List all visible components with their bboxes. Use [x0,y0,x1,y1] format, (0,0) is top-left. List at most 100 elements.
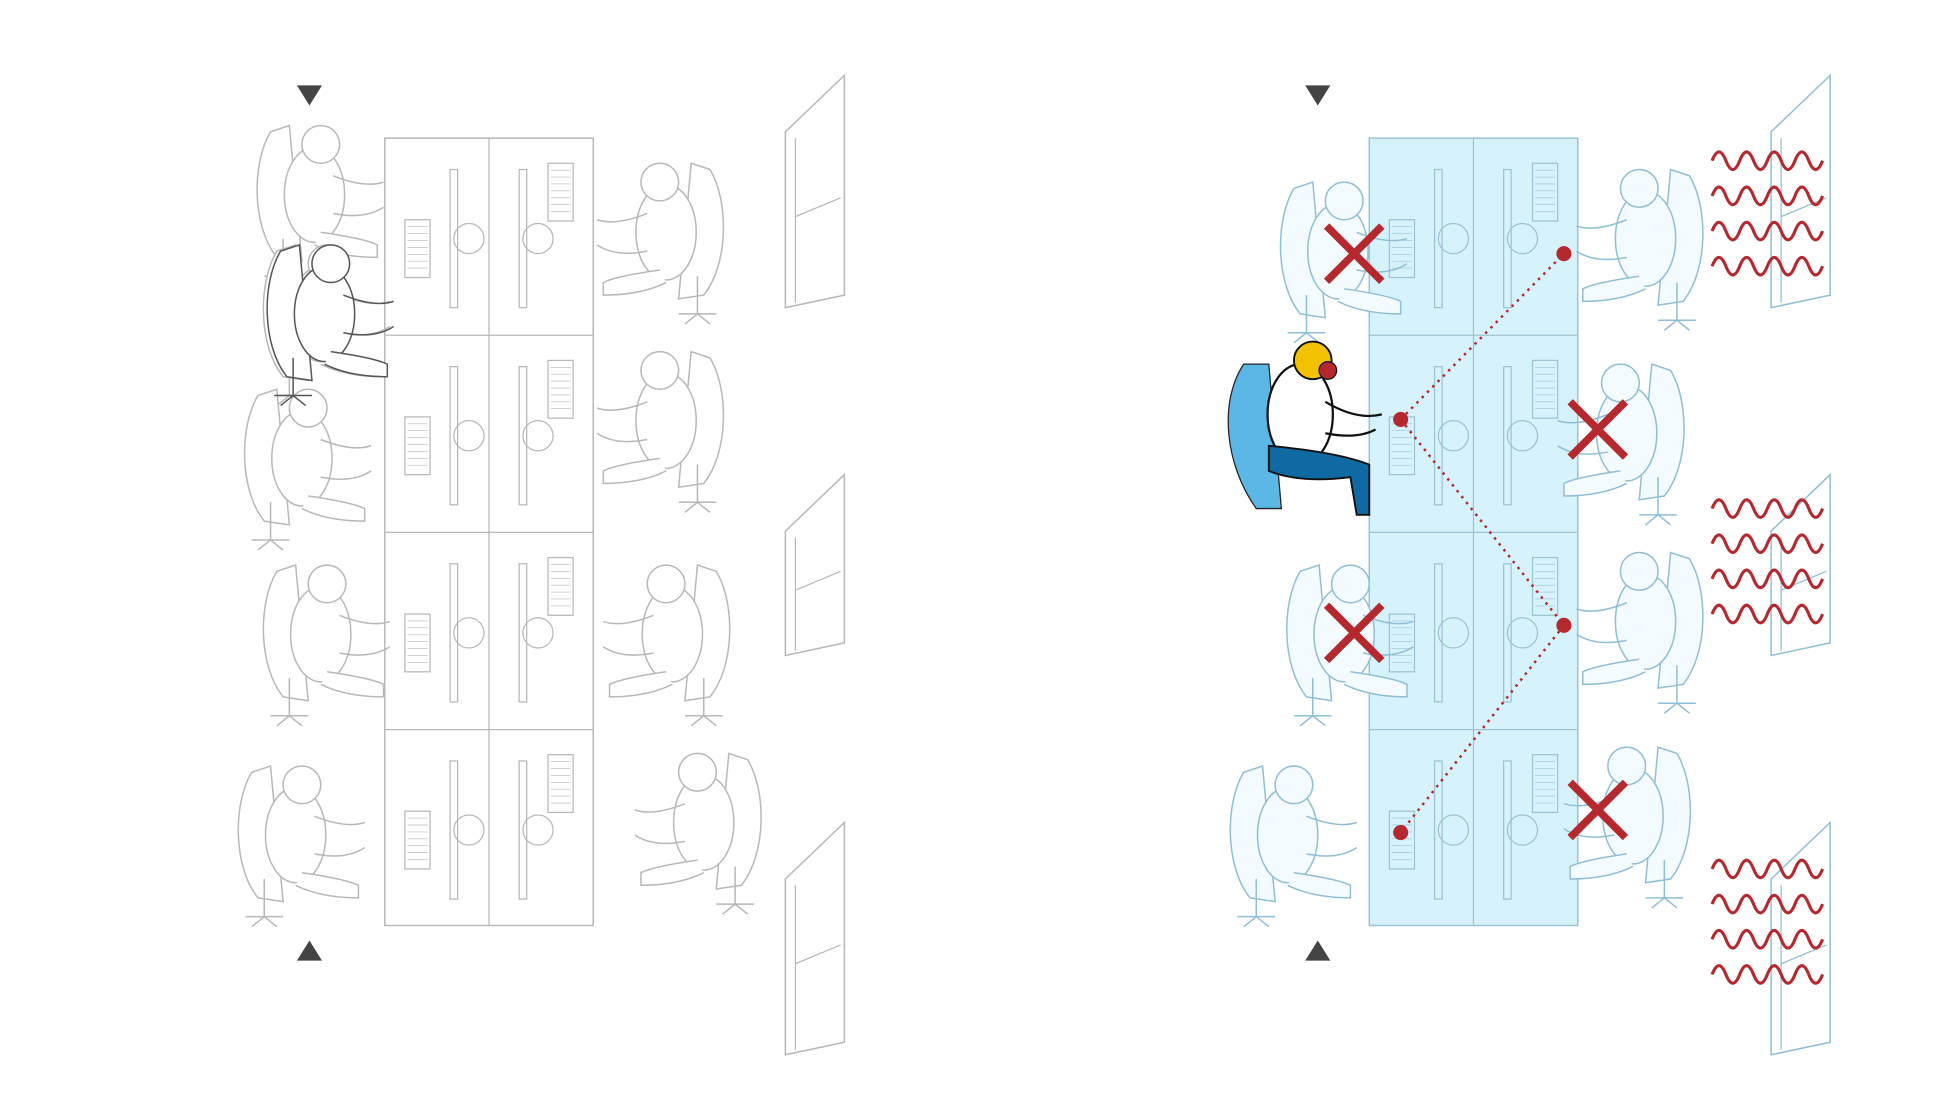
connection-point [1393,825,1409,841]
legs [324,350,389,378]
legs [1287,871,1352,899]
legs [1569,853,1634,880]
headphone-icon [1318,361,1338,380]
seated-person [256,124,384,287]
chair-base [1658,665,1696,714]
direction-arrow-up [296,940,323,961]
wave-line [1710,150,1825,172]
arms [314,815,366,857]
pants [1267,444,1371,516]
head [301,124,341,164]
chair-base [1237,878,1276,928]
monitor [518,760,528,900]
chair-base [1287,295,1326,344]
noise-wave-icon [1710,498,1825,625]
connection-line [1399,418,1565,627]
legs [602,269,667,296]
head [646,564,686,604]
door-frame [1770,820,1831,1056]
connection-point [1393,411,1409,427]
legs [640,859,705,887]
monitor [449,168,459,309]
chair-back [1638,363,1685,501]
monitor [449,366,459,506]
door-frame [1770,73,1831,309]
door [784,73,846,309]
door-frame [784,73,846,309]
chair-back [677,350,725,489]
chair-back [1657,168,1704,307]
monitor-stand [1437,222,1470,255]
arms [343,294,395,336]
chair-back [715,752,762,890]
monitor-stand [1506,420,1539,452]
arms [1557,413,1609,455]
wave-line [1710,533,1825,555]
chair-base [678,276,717,325]
head [677,752,718,792]
monitor-stand [1506,617,1539,649]
legs [295,871,360,899]
arms [596,212,648,254]
chair-back [1279,181,1327,319]
keyboard [547,556,574,616]
legs [1337,288,1402,315]
head [282,765,322,805]
wave-line [1710,858,1825,880]
arms [339,614,391,656]
door-handle-bar [795,944,841,965]
chair-back [266,243,313,382]
keyboard [547,754,574,814]
arms [320,438,372,480]
legs [1581,275,1646,303]
seated-person [237,764,366,928]
seated-person-faded [1576,551,1704,714]
chair-base [245,878,284,928]
seated-person [262,564,391,727]
chair-base [251,502,290,551]
keyboard [547,162,574,222]
keyboard [1531,162,1559,222]
legs [608,671,673,698]
blocked-seat-x-icon [1323,602,1385,664]
wave-line [1710,893,1825,915]
head [1274,765,1314,805]
head [1619,168,1659,208]
monitor [449,760,459,900]
monitor [1433,366,1443,506]
x-stroke [1567,399,1629,460]
monitor-stand [453,814,485,846]
monitor [1503,168,1512,309]
keyboard [404,219,431,279]
monitor-stand [522,814,554,846]
legs [1581,658,1646,686]
chair-base [270,678,309,727]
wave-line [1710,964,1825,985]
noise-wave-icon [1710,150,1825,277]
keyboard [1388,613,1416,673]
monitor-stand [1506,222,1539,255]
monitor [1433,563,1443,703]
wave-line [1710,498,1825,519]
keyboard [547,359,574,419]
keyboard [1531,754,1559,814]
keyboard [404,613,431,673]
chair-back [1286,564,1333,702]
door-handle-bar [795,570,841,591]
chair-back [1657,551,1704,690]
keyboard [1388,810,1416,870]
chair-base [716,866,754,915]
seated-person [596,350,725,513]
wave-line [1710,185,1825,207]
connection-point [1556,617,1572,633]
chair-base [1658,282,1696,331]
seated-person [243,388,372,551]
x-stroke [1323,602,1385,664]
head [307,564,347,604]
head [1330,564,1371,604]
noise-wave-icon [1710,858,1825,985]
monitor [1503,563,1512,703]
wave-line [1710,220,1825,242]
seated-person-faded [1229,764,1358,928]
